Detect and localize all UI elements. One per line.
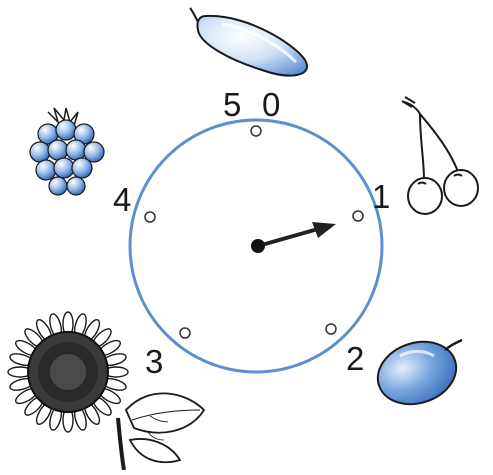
dial-marks bbox=[145, 126, 363, 338]
dial-mark-1 bbox=[353, 211, 363, 221]
dial-label-3: 3 bbox=[145, 345, 163, 378]
dial-label-0: 0 bbox=[262, 88, 280, 121]
cherries-icon bbox=[402, 97, 478, 214]
raspberry-icon bbox=[30, 108, 104, 195]
dial-mark-2 bbox=[326, 324, 336, 334]
dial-mark-4 bbox=[145, 212, 155, 222]
dial-mark-3 bbox=[180, 328, 190, 338]
dial-center-pivot bbox=[251, 239, 265, 253]
dial-label-5: 5 bbox=[223, 88, 241, 121]
dial-label-2: 2 bbox=[346, 342, 364, 375]
dial-hand bbox=[251, 222, 336, 253]
dial-label-4: 4 bbox=[113, 183, 131, 216]
plum-icon bbox=[370, 332, 465, 414]
sunflower-icon bbox=[8, 312, 204, 470]
dial-label-1: 1 bbox=[372, 180, 390, 213]
cucumber-icon bbox=[190, 8, 307, 76]
dial-mark-0 bbox=[251, 126, 261, 136]
